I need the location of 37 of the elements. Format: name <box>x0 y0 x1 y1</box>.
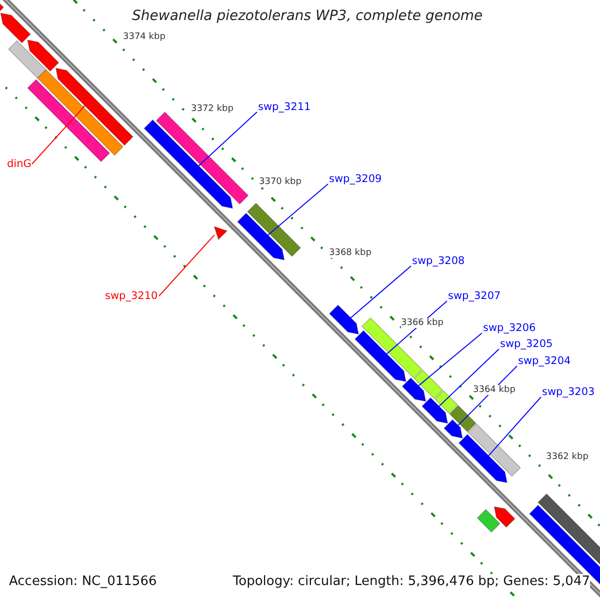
gene-segment <box>144 119 234 209</box>
scale-label: 3368 kbp <box>329 248 372 258</box>
gene-segment <box>354 330 406 382</box>
gene-segment <box>422 397 448 424</box>
gene-label: swp_3211 <box>258 101 311 113</box>
leader-line <box>32 105 86 164</box>
accession-text: Accession: NC_011566 <box>9 574 157 589</box>
scale-label: 3364 kbp <box>473 385 516 395</box>
gene-label: swp_3204 <box>518 355 571 367</box>
gene-label: swp_3207 <box>448 290 501 302</box>
leader-line <box>198 112 258 166</box>
gene-label: swp_3205 <box>500 338 553 350</box>
scale-label: 3370 kbp <box>259 177 302 187</box>
genome-info-text: Topology: circular; Length: 5,396,476 bp; Genes: 5,047 <box>232 574 590 589</box>
gene-marker <box>214 226 228 240</box>
leader-line <box>488 396 542 456</box>
scale-label: 3374 kbp <box>123 32 166 42</box>
gene-segment <box>55 68 134 146</box>
gene-label: dinG <box>7 158 32 170</box>
gene-segment <box>458 434 508 484</box>
scale-label: 3362 kbp <box>546 452 588 462</box>
gene-segment <box>402 377 426 402</box>
leader-line <box>438 348 500 407</box>
gene-label: swp_3210 <box>105 290 158 302</box>
leader-line <box>418 332 482 386</box>
leader-line <box>158 234 215 296</box>
gene-segment <box>237 212 285 260</box>
gene-label: swp_3209 <box>329 173 382 185</box>
gene-segment <box>328 304 359 335</box>
gene-segment <box>444 419 463 439</box>
leader-line <box>268 184 328 236</box>
gene-label: swp_3208 <box>412 255 465 267</box>
title: Shewanella piezotolerans WP3, complete genome <box>132 8 483 24</box>
leader-line <box>350 266 412 318</box>
gene-label: swp_3206 <box>483 322 536 334</box>
gene-label: swp_3203 <box>542 386 595 398</box>
scale-label: 3366 kbp <box>401 318 444 328</box>
